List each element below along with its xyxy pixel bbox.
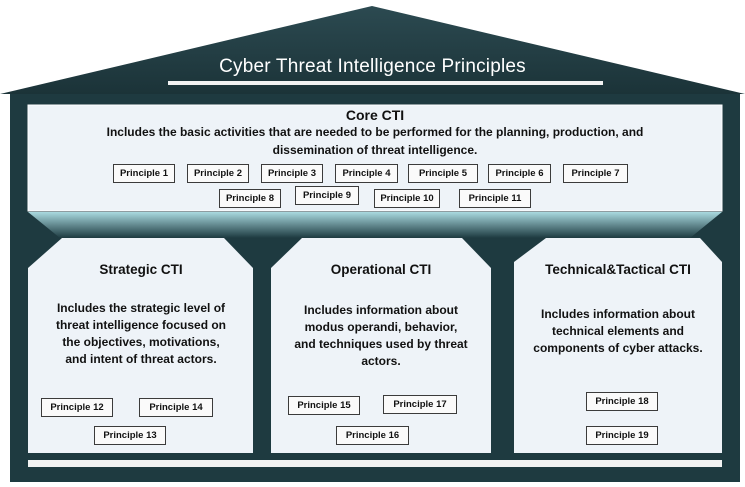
diagram-title: Cyber Threat Intelligence Principles — [219, 56, 526, 77]
principle-box: Principle 11 — [459, 189, 531, 208]
strategic-cti-title: Strategic CTI — [99, 262, 183, 277]
principle-box: Principle 18 — [586, 392, 658, 411]
principle-box: Principle 7 — [563, 164, 628, 183]
roof-underline — [168, 81, 603, 85]
principle-box: Principle 19 — [586, 426, 658, 445]
core-cti-section: Core CTI Includes the basic activities t… — [28, 105, 722, 210]
principle-box: Principle 3 — [261, 164, 323, 183]
operational-cti-title: Operational CTI — [330, 262, 432, 277]
principle-box: Principle 17 — [383, 395, 457, 414]
core-cti-description-line2: dissemination of threat intelligence. — [272, 143, 478, 157]
technical-tactical-cti-title: Technical&Tactical CTI — [545, 262, 691, 277]
principle-box: Principle 2 — [187, 164, 249, 183]
operational-cti-description: Includes information about modus operand… — [294, 303, 468, 368]
roof — [0, 6, 745, 94]
principle-box: Principle 16 — [336, 426, 409, 445]
base-strip — [28, 460, 722, 467]
principle-box: Principle 9 — [295, 186, 359, 205]
pillar-technical — [514, 238, 722, 453]
technical-tactical-cti-description: Includes information about technical ele… — [533, 307, 703, 355]
principle-box: Principle 10 — [374, 189, 440, 208]
principle-box: Principle 1 — [113, 164, 175, 183]
principle-box: Principle 5 — [408, 164, 478, 183]
principle-box: Principle 14 — [139, 398, 213, 417]
principle-box: Principle 12 — [41, 398, 113, 417]
principle-box: Principle 6 — [488, 164, 551, 183]
principle-box: Principle 8 — [219, 189, 281, 208]
strategic-cti-description: Includes the strategic level of threat i… — [55, 301, 227, 366]
core-cti-description-line1: Includes the basic activities that are n… — [106, 125, 644, 139]
principle-box: Principle 13 — [94, 426, 166, 445]
core-bevel — [28, 212, 722, 238]
core-cti-title: Core CTI — [345, 107, 405, 123]
principle-box: Principle 4 — [335, 164, 398, 183]
principle-box: Principle 15 — [288, 396, 360, 415]
